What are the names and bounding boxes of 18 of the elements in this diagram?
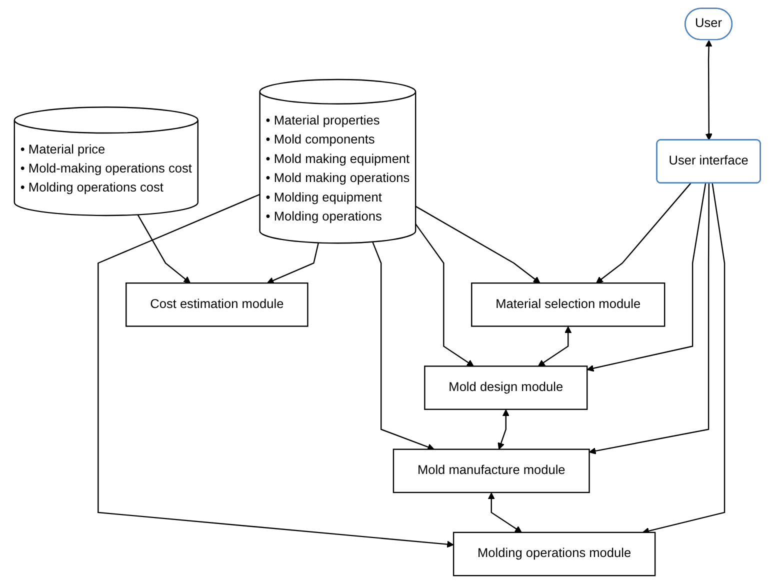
arrow: [596, 182, 692, 284]
node-box: Molding operations module: [453, 532, 656, 576]
node-box: Mold manufacture module: [393, 448, 590, 494]
arrow: [705, 40, 713, 140]
arrow: [488, 492, 522, 533]
node-box: Cost estimation module: [126, 282, 308, 327]
arrow: [498, 409, 510, 450]
node-box: Mold design module: [424, 366, 588, 410]
arrow: [415, 224, 474, 367]
arrow: [415, 206, 540, 284]
arrow: [538, 326, 572, 367]
arrow: [372, 242, 435, 450]
arrow: [137, 214, 191, 284]
arrow: [266, 242, 320, 284]
arrow: [98, 194, 454, 548]
arrow: [589, 183, 710, 454]
node-box: Material selection module: [471, 282, 666, 327]
arrow: [586, 183, 706, 372]
